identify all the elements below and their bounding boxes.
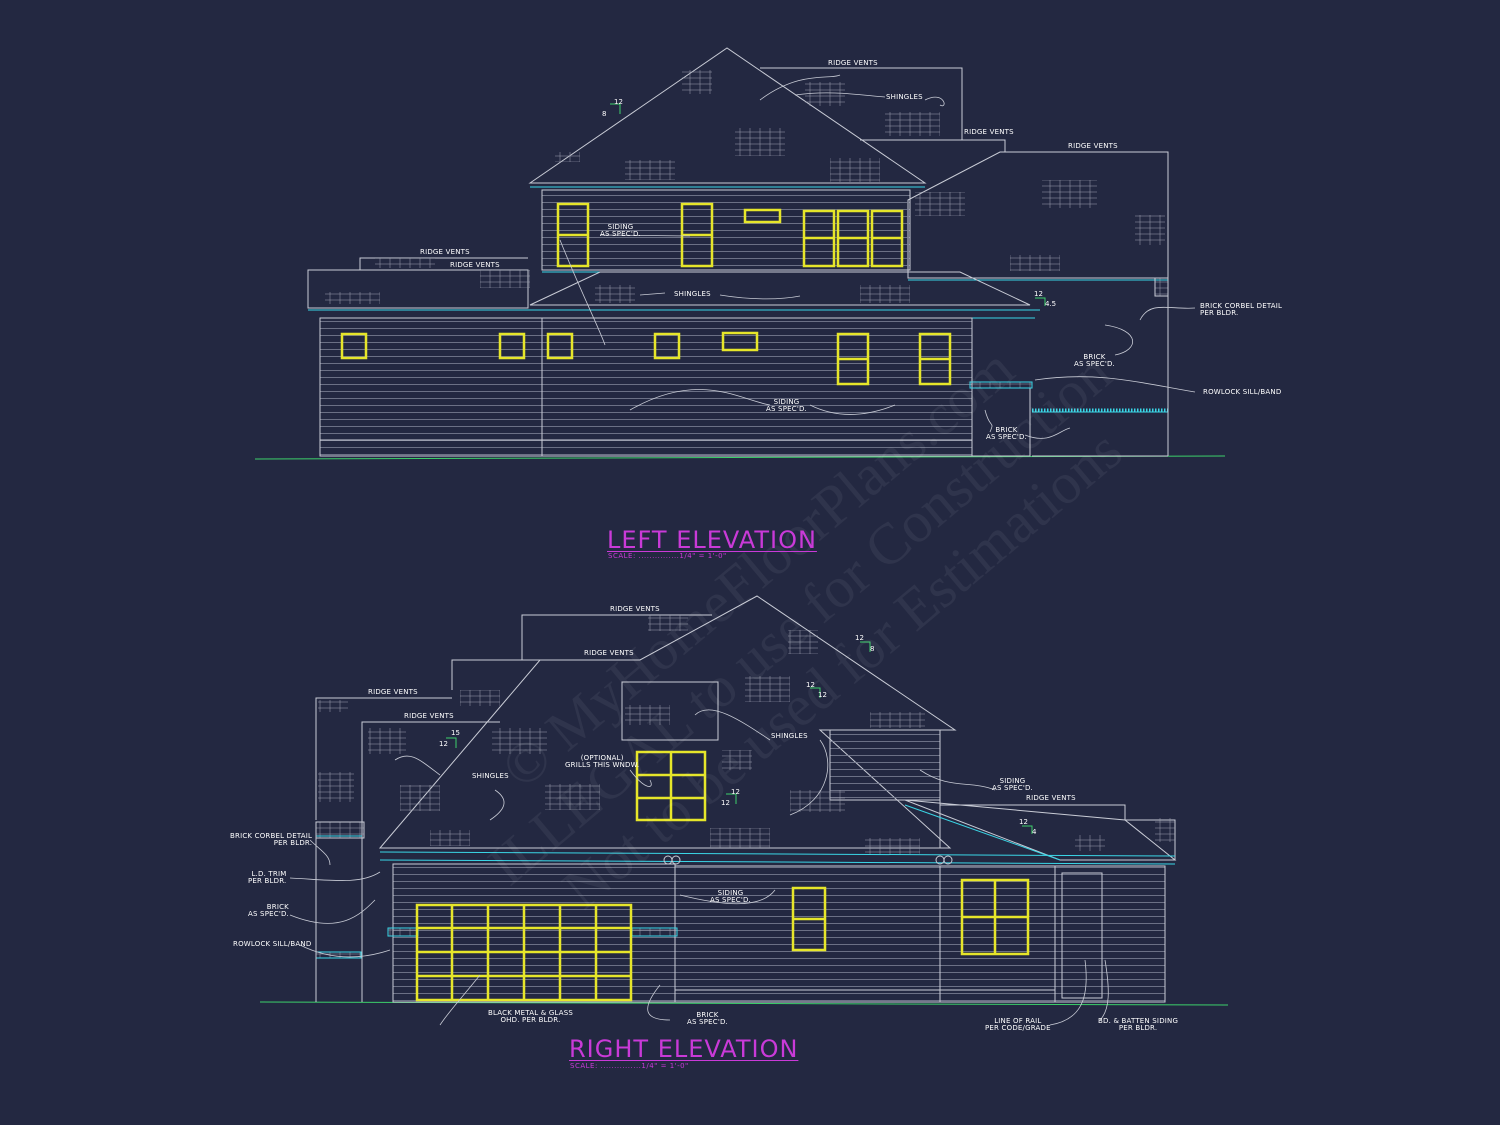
upper-windows [556,202,904,268]
pitch-rise: 12 [1019,818,1028,826]
note-ridge-vents: RIDGE VENTS [1068,142,1118,150]
garage-door [415,903,633,1002]
pitch-rise: 15 [451,729,460,737]
right-elevation [259,595,1229,1026]
roof-shingle-marks [325,70,1165,304]
note-brick-corbel: BRICK CORBEL DETAIL PER BLDR. [230,832,313,847]
note-ld-trim: L.D. TRIM PER BLDR. [248,870,287,885]
note-siding: SIDING AS SPEC'D. [600,223,641,238]
note-line-of-rail: LINE OF RAIL PER CODE/GRADE [985,1017,1051,1032]
note-optional-grills: (OPTIONAL) GRILLS THIS WNDW. [565,754,640,769]
pitch-run: 4 [1032,828,1037,836]
brick-section [971,387,1031,457]
pitch-run: 12 [721,799,730,807]
garage-wall [392,863,676,1003]
mid-roof [529,271,1031,306]
note-brick: BRICK AS SPEC'D. [248,903,289,918]
note-garage-door: BLACK METAL & GLASS OHD. PER BLDR. [488,1009,573,1024]
pitch-markers [446,103,1046,834]
note-brick: BRICK AS SPEC'D. [687,1011,728,1026]
note-brick-corbel: BRICK CORBEL DETAIL PER BLDR. [1200,302,1283,317]
note-rowlock: ROWLOCK SILL/BAND [233,940,312,948]
lower-wall-left [319,317,543,457]
pitch-run: 12 [818,691,827,699]
note-ridge-vents: RIDGE VENTS [420,248,470,256]
left-leaders [559,74,1196,439]
right-windows [635,750,1030,956]
note-siding: SIDING AS SPEC'D. [710,889,751,904]
pitch-run: 4.5 [1045,300,1057,308]
main-roof [528,47,927,184]
main-roof-right [378,595,957,849]
left-elevation-scale: SCALE: ...............1/4" = 1'-0" [608,552,727,560]
house-wall [674,865,1056,1003]
note-ridge-vents: RIDGE VENTS [964,128,1014,136]
dormer [621,681,719,741]
pitch-rise: 12 [614,98,623,106]
pitch-run: 8 [870,645,875,653]
note-ridge-vents: RIDGE VENTS [450,261,500,269]
note-shingles: SHINGLES [771,732,808,740]
note-ridge-vents: RIDGE VENTS [404,712,454,720]
pitch-rise: 12 [1034,290,1043,298]
note-brick: BRICK AS SPEC'D. [1074,353,1115,368]
left-elevation [254,47,1226,460]
right-elevation-scale: SCALE: ...............1/4" = 1'-0" [570,1062,689,1070]
pitch-rise: 12 [855,634,864,642]
right-wall [1054,865,1166,1003]
pitch-rise: 12 [731,788,740,796]
note-shingles: SHINGLES [472,772,509,780]
pitch-run: 8 [602,110,607,118]
note-ridge-vents: RIDGE VENTS [368,688,418,696]
upper-story [541,189,911,271]
note-siding: SIDING AS SPEC'D. [992,777,1033,792]
note-brick: BRICK AS SPEC'D. [986,426,1027,441]
note-ridge-vents: RIDGE VENTS [1026,794,1076,802]
pitch-rise: 12 [806,681,815,689]
pitch-run: 12 [439,740,448,748]
note-bd-batten: BD. & BATTEN SIDING PER BLDR. [1098,1017,1179,1032]
note-siding: SIDING AS SPEC'D. [766,398,807,413]
right-leaders [289,709,1109,1026]
note-shingles: SHINGLES [886,93,923,101]
right-elevation-title: RIGHT ELEVATION [569,1035,799,1063]
note-ridge-vents: RIDGE VENTS [828,59,878,67]
note-ridge-vents: RIDGE VENTS [584,649,634,657]
roof-shingle-marks-right [318,615,1175,854]
note-shingles: SHINGLES [674,290,711,298]
note-ridge-vents: RIDGE VENTS [610,605,660,613]
left-elevation-title: LEFT ELEVATION [607,526,817,554]
lower-windows [340,331,952,386]
note-rowlock: ROWLOCK SILL/BAND [1203,388,1282,396]
